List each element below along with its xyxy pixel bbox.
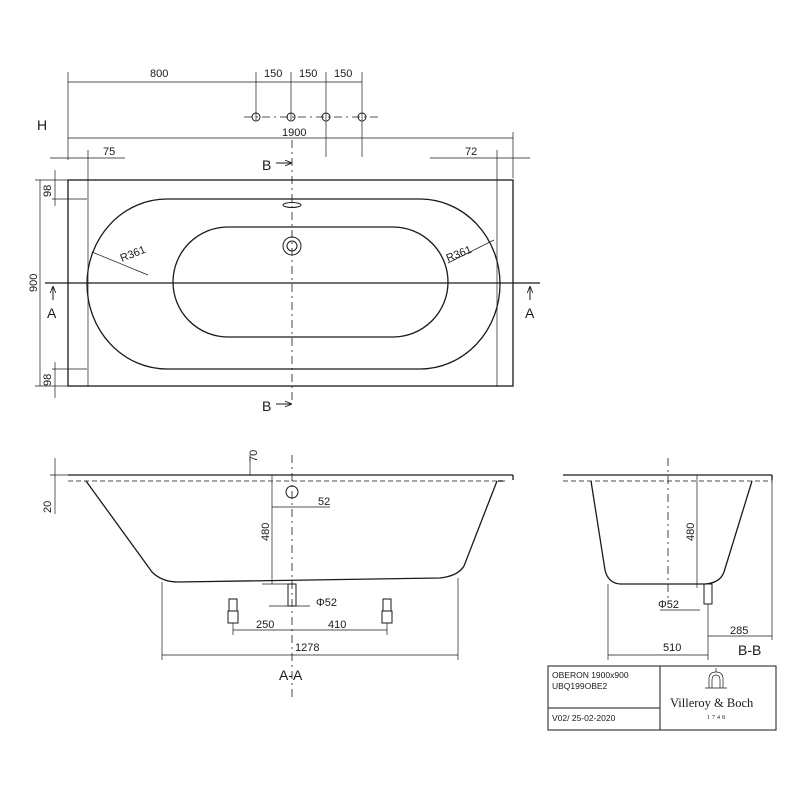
dim-800: 800: [150, 68, 168, 80]
brand-name: Villeroy & Boch: [670, 696, 754, 710]
bb-dim-480: 480: [685, 523, 697, 541]
label-h: H: [37, 117, 47, 133]
dim-98-bottom: 98: [42, 374, 54, 386]
bb-dim-285: 285: [730, 625, 748, 637]
aa-dim-1278: 1278: [295, 642, 319, 654]
section-mark-a-left: A: [47, 305, 57, 321]
bb-bath-profile: [590, 480, 753, 585]
aa-section-title: A-A: [279, 667, 303, 683]
dim-150-b: 150: [299, 68, 317, 80]
tap-hole: [251, 112, 261, 122]
top-view: H 800 150 150 150 1900 75 72: [28, 68, 540, 414]
bb-dim-phi52: Φ52: [658, 599, 679, 611]
dim-75: 75: [103, 146, 115, 158]
dim-72: 72: [465, 146, 477, 158]
radius-left: R361: [119, 244, 148, 265]
castle-emblem-icon: [705, 668, 727, 689]
model-code: UBQ199OBE2: [552, 681, 608, 691]
aa-dim-phi52: Φ52: [316, 597, 337, 609]
aa-dim-20: 20: [42, 501, 54, 513]
tap-hole: [286, 112, 296, 122]
section-b-b: 480 Φ52 285 510 B-B: [563, 458, 773, 660]
aa-dim-480: 480: [260, 523, 272, 541]
aa-dim-70: 70: [248, 450, 260, 462]
radius-right: R361: [445, 244, 474, 265]
brand-since: 1748: [707, 715, 727, 721]
aa-foot-right: [381, 598, 393, 624]
aa-dim-52: 52: [318, 496, 330, 508]
dim-150-a: 150: [264, 68, 282, 80]
section-mark-a-right: A: [525, 305, 535, 321]
basin-floor: [172, 226, 449, 338]
basin-edge: [86, 198, 501, 370]
dim-1900: 1900: [282, 127, 306, 139]
section-mark-b-top: B: [262, 157, 271, 173]
title-block: OBERON 1900x900 UBQ199OBE2 V02/ 25-02-20…: [547, 665, 777, 731]
dim-150-c: 150: [334, 68, 352, 80]
section-mark-b-bottom: B: [262, 398, 271, 414]
bb-dim-510: 510: [663, 642, 681, 654]
bb-section-title: B-B: [738, 642, 761, 658]
dim-98-top: 98: [42, 185, 54, 197]
aa-dim-250: 250: [256, 619, 274, 631]
dim-900: 900: [28, 274, 40, 292]
aa-bath-profile: [85, 480, 498, 583]
aa-foot-left: [227, 598, 239, 624]
version-date: V02/ 25-02-2020: [552, 713, 616, 723]
villeroy-boch-logo: Villeroy & Boch 1748: [670, 668, 754, 721]
model-name: OBERON 1900x900: [552, 670, 629, 680]
aa-dim-410: 410: [328, 619, 346, 631]
section-a-a: 70 20 52 480 Φ52 250 410 1278: [42, 450, 514, 700]
